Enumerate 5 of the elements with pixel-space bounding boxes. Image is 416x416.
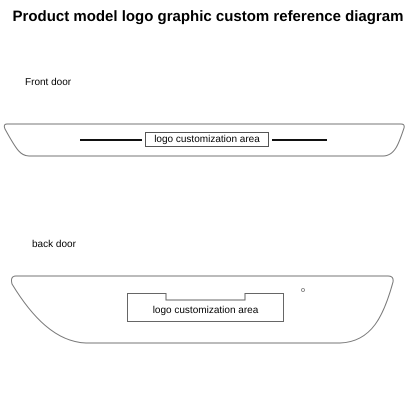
title: Product model logo graphic custom reference diagram: [12, 7, 404, 27]
customization-area-box: logo customization area: [145, 132, 269, 147]
door-heading: Front door: [25, 78, 72, 88]
door-heading: back door: [32, 240, 76, 250]
area-label: logo customization area: [152, 306, 260, 316]
